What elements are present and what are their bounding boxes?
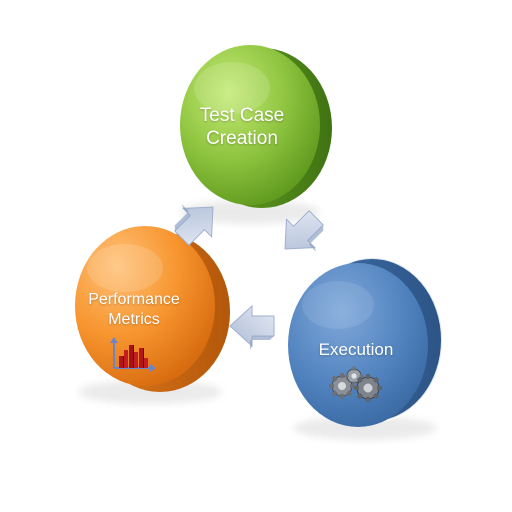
node-test-case-creation xyxy=(180,45,332,208)
label-execution: Execution xyxy=(318,340,394,359)
gears-icon xyxy=(329,366,382,402)
label-test-case-creation: Test Case Creation xyxy=(199,105,285,150)
arrow-execution-to-metrics xyxy=(229,304,275,350)
label-performance-metrics: Performance Metrics xyxy=(88,291,180,328)
bar-chart-icon xyxy=(110,337,156,372)
